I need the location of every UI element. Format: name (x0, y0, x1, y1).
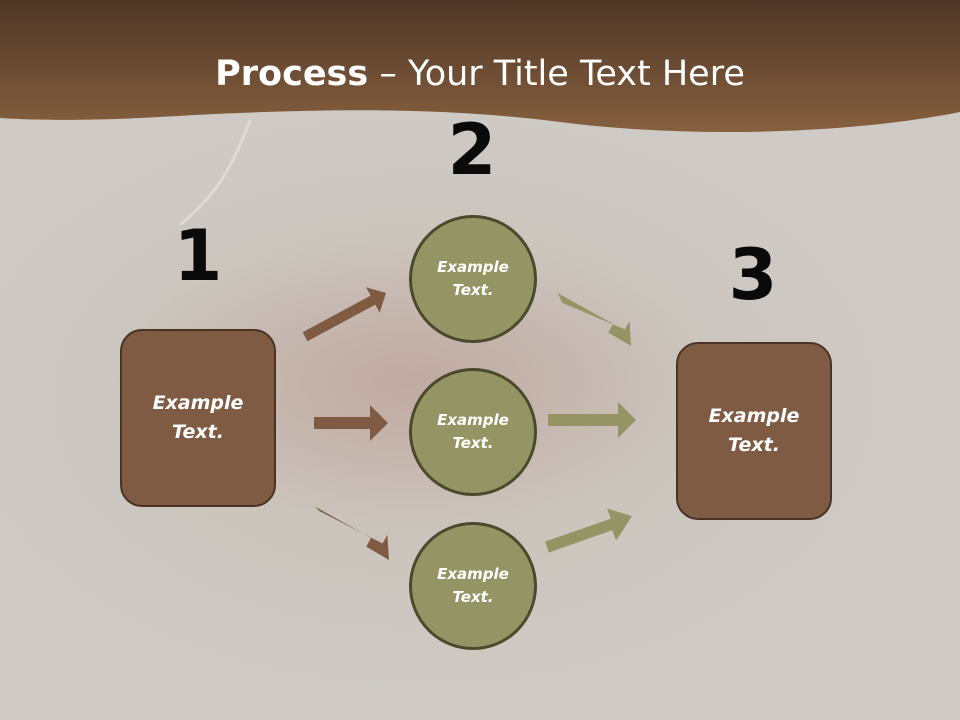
step-3-box: Example Text. (676, 342, 832, 520)
arrow-bottom-to-3 (545, 508, 632, 553)
circle-bottom-text-line2: Text. (452, 588, 494, 606)
title-rest: – Your Title Text Here (368, 54, 745, 94)
arrow-middle-to-3 (548, 402, 636, 438)
step-3-text-line2: Text. (728, 434, 780, 456)
step-1-box: Example Text. (120, 329, 276, 507)
header-band (0, 0, 960, 133)
step-2-circle-top: Example Text. (409, 215, 537, 343)
step-number-2: 2 (447, 109, 497, 191)
step-1-text-line1: Example (152, 392, 244, 414)
circle-middle-text-line2: Text. (452, 434, 494, 452)
circle-top-text-line1: Example (437, 258, 509, 276)
arrow-1-to-top (302, 287, 386, 342)
circle-middle-text-line1: Example (437, 411, 509, 429)
arrow-1-to-bottom (314, 506, 389, 560)
step-1-text-line2: Text. (172, 421, 224, 443)
step-3-text-line1: Example (708, 405, 800, 427)
step-2-circle-bottom: Example Text. (409, 522, 537, 650)
circle-bottom-text-line1: Example (437, 565, 509, 583)
slide-title: Process – Your Title Text Here (0, 52, 960, 96)
title-bold: Process (215, 54, 369, 94)
arrow-1-to-middle (314, 405, 388, 441)
background-photo-curve (179, 119, 252, 227)
arrow-top-to-3 (557, 293, 631, 346)
step-2-circle-middle: Example Text. (409, 368, 537, 496)
step-number-1: 1 (173, 215, 223, 297)
step-number-3: 3 (728, 234, 778, 316)
circle-top-text-line2: Text. (452, 281, 494, 299)
